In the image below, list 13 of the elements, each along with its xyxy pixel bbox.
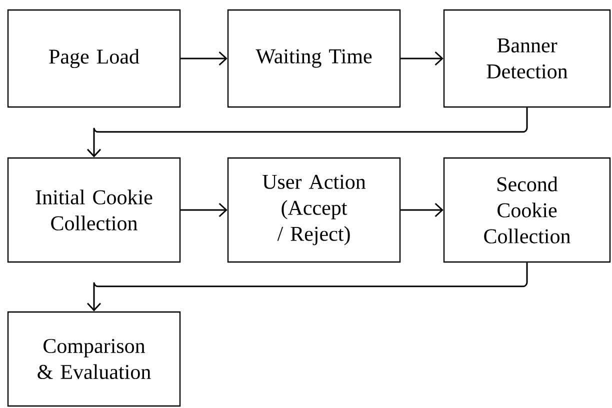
process-box: Banner Detection	[443, 9, 611, 108]
arrow	[86, 108, 528, 158]
process-box: Initial Cookie Collection	[7, 157, 181, 263]
arrow	[400, 202, 444, 218]
process-box: Page Load	[7, 9, 181, 108]
arrow	[180, 202, 228, 218]
process-box: User Action (Accept / Reject)	[227, 157, 401, 263]
process-box: Second Cookie Collection	[443, 157, 611, 263]
arrow	[86, 262, 528, 312]
arrow	[180, 51, 228, 66]
process-box: Comparison & Evaluation	[7, 311, 181, 407]
arrow	[400, 51, 444, 66]
process-box: Waiting Time	[227, 9, 401, 108]
